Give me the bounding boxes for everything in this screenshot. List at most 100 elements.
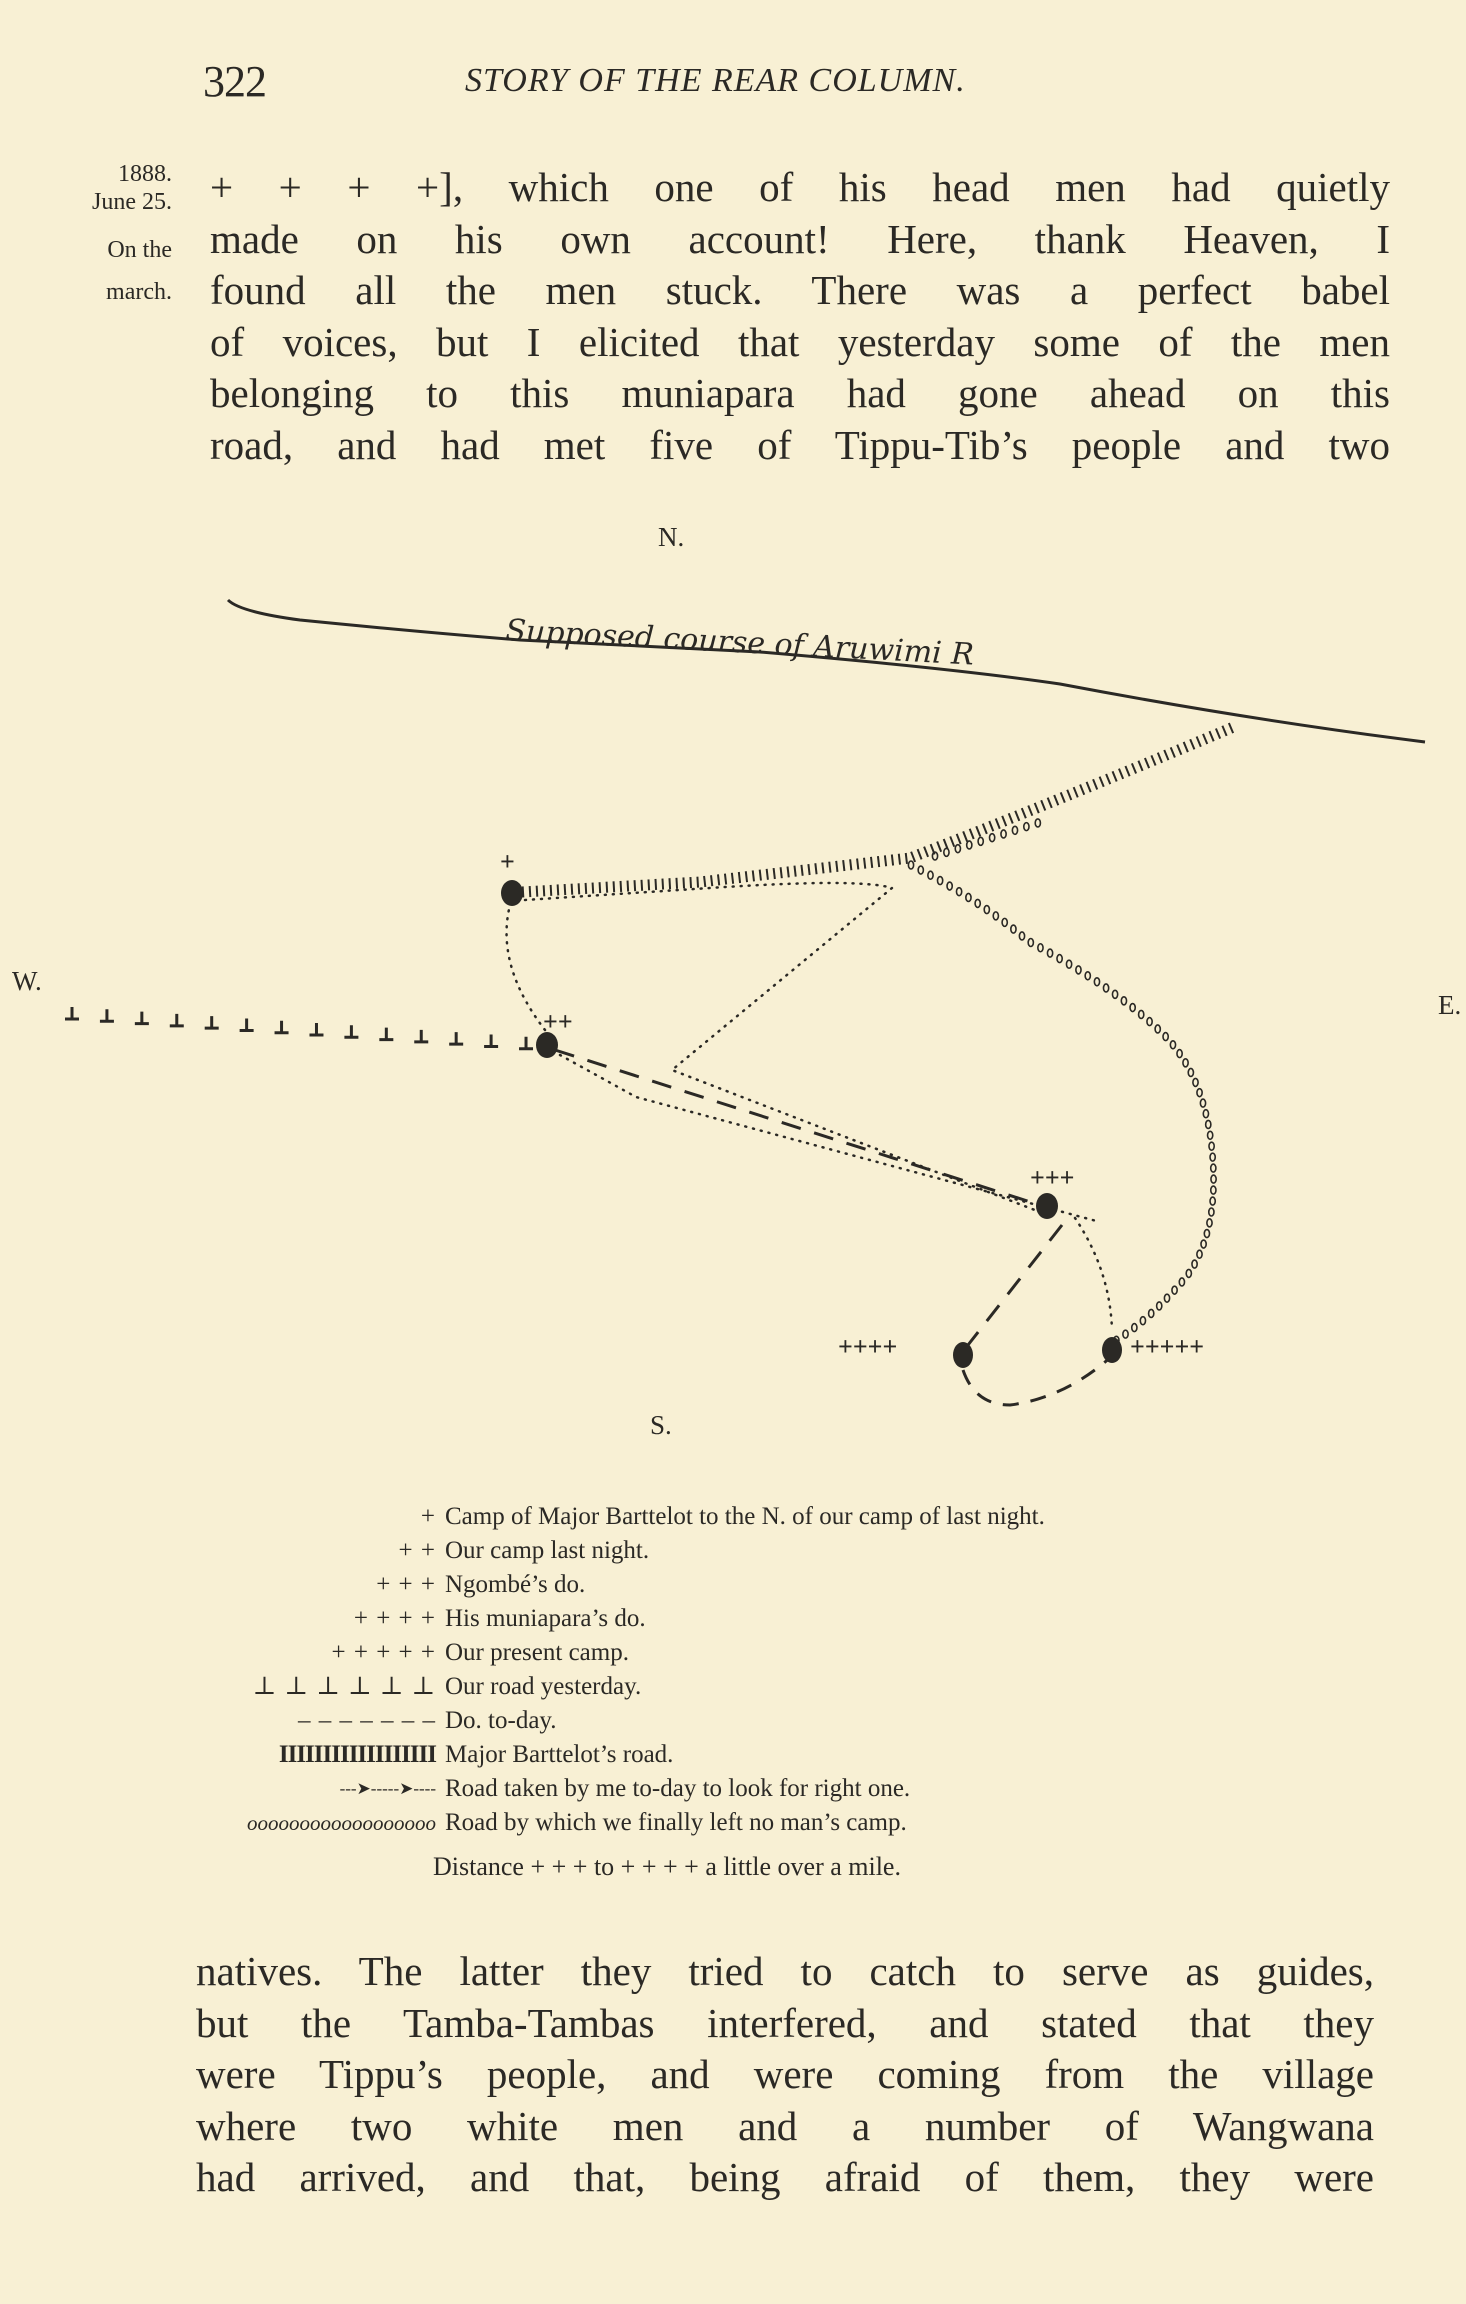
today-dashed-road — [554, 1048, 1041, 1207]
yesterday-road-mark — [134, 1011, 149, 1026]
yesterday-road-mark — [99, 1009, 114, 1023]
yesterday-road-mark — [344, 1025, 359, 1039]
final-road-mark — [1207, 1207, 1215, 1217]
legend-text: Our present camp. — [445, 1639, 629, 1666]
margin-note-date: June 25. — [92, 189, 172, 215]
final-road-mark — [988, 832, 996, 843]
text-line: but the Tamba-Tambas interfered, and sta… — [196, 1999, 1374, 2046]
final-road-mark — [1208, 1141, 1215, 1151]
compass-north: N. — [658, 522, 685, 552]
final-road-mark — [1185, 1268, 1193, 1279]
camp-label-ngombe: +++ — [1030, 1163, 1074, 1192]
final-road-mark — [1192, 1077, 1199, 1088]
legend-symbol: oooooooooooooooooo — [247, 1811, 436, 1835]
final-road-mark — [1112, 1335, 1120, 1346]
final-road-mark — [1137, 1009, 1145, 1020]
yesterday-road-mark — [414, 1029, 429, 1044]
legend-text: His muniapara’s do. — [445, 1605, 646, 1632]
final-road-mark — [1075, 965, 1082, 975]
final-road-mark — [1046, 948, 1054, 958]
final-road-mark — [943, 847, 950, 858]
text-line: were Tippu’s people, and were coming fro… — [196, 2051, 1374, 2097]
final-road-mark — [1196, 1087, 1203, 1098]
running-title: STORY OF THE REAR COLUMN. — [465, 62, 966, 99]
yesterday-road-mark — [239, 1018, 254, 1032]
final-road-mark — [1120, 996, 1128, 1006]
legend-symbol: + + + + + — [331, 1639, 436, 1666]
final-road-mark — [1037, 942, 1044, 953]
legend-symbol: + + — [398, 1537, 436, 1564]
text-line: made on his own account! Here, thank Hea… — [210, 215, 1390, 262]
legend-text: Camp of Major Barttelot to the N. of our… — [445, 1503, 1045, 1530]
barttelot-road — [521, 720, 1239, 898]
final-road-mark — [1056, 953, 1063, 964]
legend-row: + + + + + Our present camp. — [0, 1636, 1466, 1670]
final-road-mark — [1011, 825, 1019, 836]
final-road-mark — [1202, 1108, 1210, 1119]
search-road-dotted-3 — [558, 1053, 1102, 1224]
final-road-mark — [946, 881, 954, 891]
compass-west: W. — [12, 966, 42, 996]
final-road-mark — [1210, 1174, 1217, 1184]
text-line: + + + +], which one of his head men had … — [210, 164, 1390, 210]
legend-symbol: IIIIIIIIIIIIIIIIII — [278, 1741, 437, 1768]
today-dashed-road-2 — [966, 1224, 1064, 1346]
final-road-mark — [1203, 1228, 1211, 1239]
compass-south: S. — [650, 1410, 672, 1440]
yesterday-road-marks — [65, 1007, 534, 1051]
text-line: road, and had met five of Tippu-Tib’s pe… — [210, 421, 1390, 468]
legend-symbol: + + + — [376, 1571, 436, 1598]
final-road-mark — [1163, 1293, 1171, 1303]
legend-symbol: ⊥ ⊥ ⊥ ⊥ ⊥ ⊥ — [252, 1673, 436, 1700]
river-label: Supposed course of Aruwimi R — [505, 613, 975, 672]
final-road-mark — [931, 851, 939, 861]
yesterday-road-mark — [519, 1036, 534, 1051]
text-line: found all the men stuck. There was a per… — [210, 267, 1390, 313]
search-road-dotted-4 — [1073, 1216, 1114, 1332]
final-road-mark — [1000, 829, 1007, 839]
legend-text: Ngombé’s do. — [445, 1571, 586, 1598]
yesterday-road-mark — [449, 1032, 464, 1046]
camp-label-last-night: ++ — [543, 1007, 573, 1036]
legend-text: Do. to-day. — [445, 1707, 557, 1734]
yesterday-road-mark — [274, 1020, 289, 1035]
margin-note-place-2: march. — [106, 279, 172, 305]
final-road-mark — [1204, 1119, 1212, 1130]
final-road-mark — [927, 870, 934, 881]
final-road-mark — [1209, 1196, 1217, 1206]
legend-row: +Camp of Major Barttelot to the N. of ou… — [0, 1500, 1466, 1534]
final-road-mark — [1093, 976, 1101, 987]
legend-row: + + + Ngombé’s do. — [0, 1568, 1466, 1602]
final-road-mark — [1130, 1322, 1138, 1333]
final-road-mark — [1200, 1239, 1207, 1249]
compass-east: E. — [1438, 990, 1462, 1020]
final-road-mark — [1147, 1308, 1155, 1319]
final-road-mark — [907, 860, 915, 870]
final-road-mark — [1176, 1048, 1183, 1059]
camp-barttelot-marker — [501, 880, 523, 906]
final-road-mark — [1129, 1002, 1137, 1013]
today-dashed-road-3 — [961, 1354, 1113, 1407]
final-road-mark — [1178, 1277, 1186, 1287]
legend-row: ---➤-----➤----Road taken by me to-day to… — [0, 1772, 1466, 1806]
text-line: natives. The latter they tried to catch … — [196, 1948, 1374, 1994]
camp-present-marker — [1102, 1337, 1122, 1363]
bottom-paragraph: natives. The latter they tried to catch … — [196, 1946, 1374, 2204]
final-road-mark — [1084, 970, 1092, 981]
top-paragraph: + + + +], which one of his head men had … — [210, 162, 1390, 471]
distance-note: Distance + + + to + + + + a little over … — [433, 1852, 901, 1881]
final-road-mark — [1162, 1031, 1170, 1042]
yesterday-road-mark — [204, 1016, 219, 1030]
legend-symbol: ---➤-----➤---- — [339, 1779, 436, 1798]
final-road-mark — [1111, 989, 1119, 1000]
final-road-mark — [917, 865, 925, 875]
final-road-branch-path — [935, 820, 1047, 856]
final-road-mark — [977, 836, 985, 847]
final-road-mark — [992, 911, 1000, 921]
search-road-dotted-2 — [523, 881, 1042, 1214]
legend-symbol: – – – – – – – — [298, 1707, 436, 1734]
final-road-mark — [1209, 1185, 1217, 1195]
final-road-mark — [1146, 1016, 1153, 1027]
legend-row: + + + +His muniapara’s do. — [0, 1602, 1466, 1636]
yesterday-road-mark — [65, 1007, 79, 1021]
